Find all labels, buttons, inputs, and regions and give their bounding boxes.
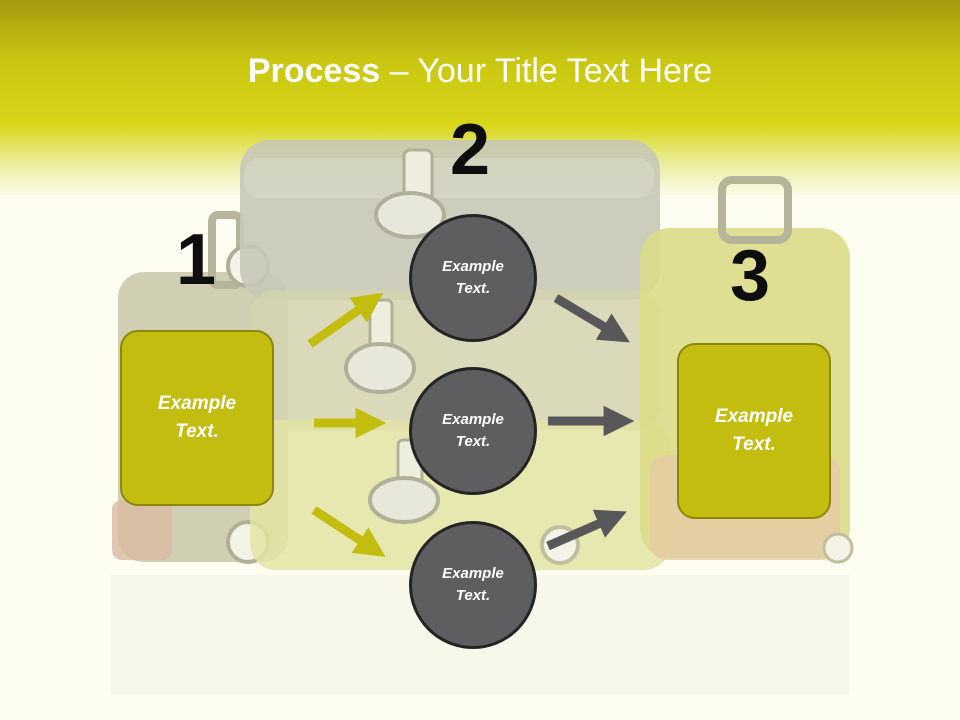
- circle-top: Example Text.: [409, 214, 537, 342]
- arrow-top-to-right: [553, 294, 630, 343]
- right-step-box: Example Text.: [677, 343, 831, 519]
- slide-title: Process – Your Title Text Here: [0, 52, 960, 91]
- right-box-text: Example Text.: [714, 405, 794, 456]
- circle-middle: Example Text.: [409, 367, 537, 495]
- circle-middle-text: Example Text.: [442, 410, 504, 451]
- step-number-1: 1: [176, 220, 217, 300]
- left-step-box: Example Text.: [120, 330, 274, 506]
- arrow-left-to-top: [307, 292, 384, 348]
- arrow-bottom-to-right: [546, 509, 627, 551]
- left-box-text: Example Text.: [157, 392, 237, 443]
- step-number-2: 2: [450, 110, 491, 190]
- title-rest: – Your Title Text Here: [380, 52, 713, 90]
- circle-bottom: Example Text.: [409, 521, 537, 649]
- circle-bottom-text: Example Text.: [442, 564, 504, 605]
- title-strong: Process: [247, 52, 381, 90]
- step-number-3: 3: [730, 236, 771, 316]
- arrow-left-to-bottom: [311, 506, 386, 557]
- circle-top-text: Example Text.: [442, 257, 504, 298]
